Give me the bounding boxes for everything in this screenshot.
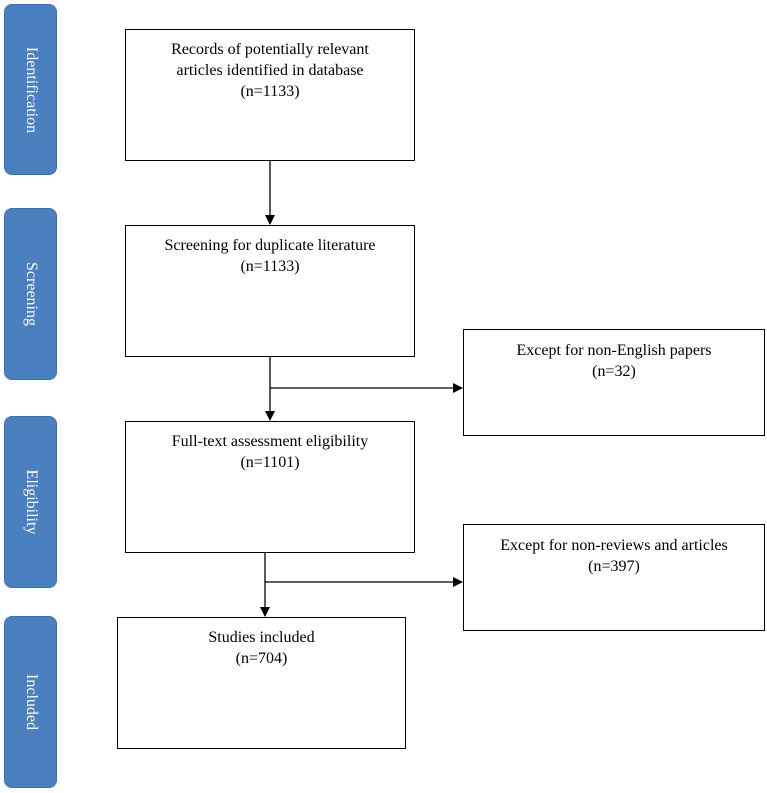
box-studies-included: Studies included (n=704) <box>117 617 406 749</box>
box-records-identified: Records of potentially relevant articles… <box>125 29 415 161</box>
box-studies-included-title: Studies included <box>208 629 315 646</box>
box-studies-included-count: (n=704) <box>235 650 288 667</box>
stage-screening: Screening <box>4 208 57 380</box>
box-exclude-non-english-count: (n=32) <box>592 363 636 380</box>
box-records-identified-count: (n=1133) <box>240 83 300 100</box>
stage-included: Included <box>4 616 57 788</box>
stage-identification: Identification <box>4 4 57 175</box>
box-screening: Screening for duplicate literature (n=11… <box>125 225 415 357</box>
box-exclude-non-english: Except for non-English papers (n=32) <box>463 329 765 436</box>
box-fulltext-eligibility-title: Full-text assessment eligibility <box>171 433 369 450</box>
box-screening-count: (n=1133) <box>240 258 300 275</box>
box-exclude-non-reviews-title: Except for non-reviews and articles <box>500 537 728 554</box>
box-exclude-non-english-title: Except for non-English papers <box>516 342 712 359</box>
box-records-identified-title: Records of potentially relevant articles… <box>171 41 369 79</box>
box-exclude-non-reviews: Except for non-reviews and articles (n=3… <box>463 524 765 631</box>
box-fulltext-eligibility-count: (n=1101) <box>240 454 300 471</box>
box-screening-title: Screening for duplicate literature <box>164 237 376 254</box>
box-exclude-non-reviews-count: (n=397) <box>588 558 640 575</box>
box-fulltext-eligibility: Full-text assessment eligibility (n=1101… <box>125 421 415 553</box>
stage-eligibility: Eligibility <box>4 416 57 588</box>
